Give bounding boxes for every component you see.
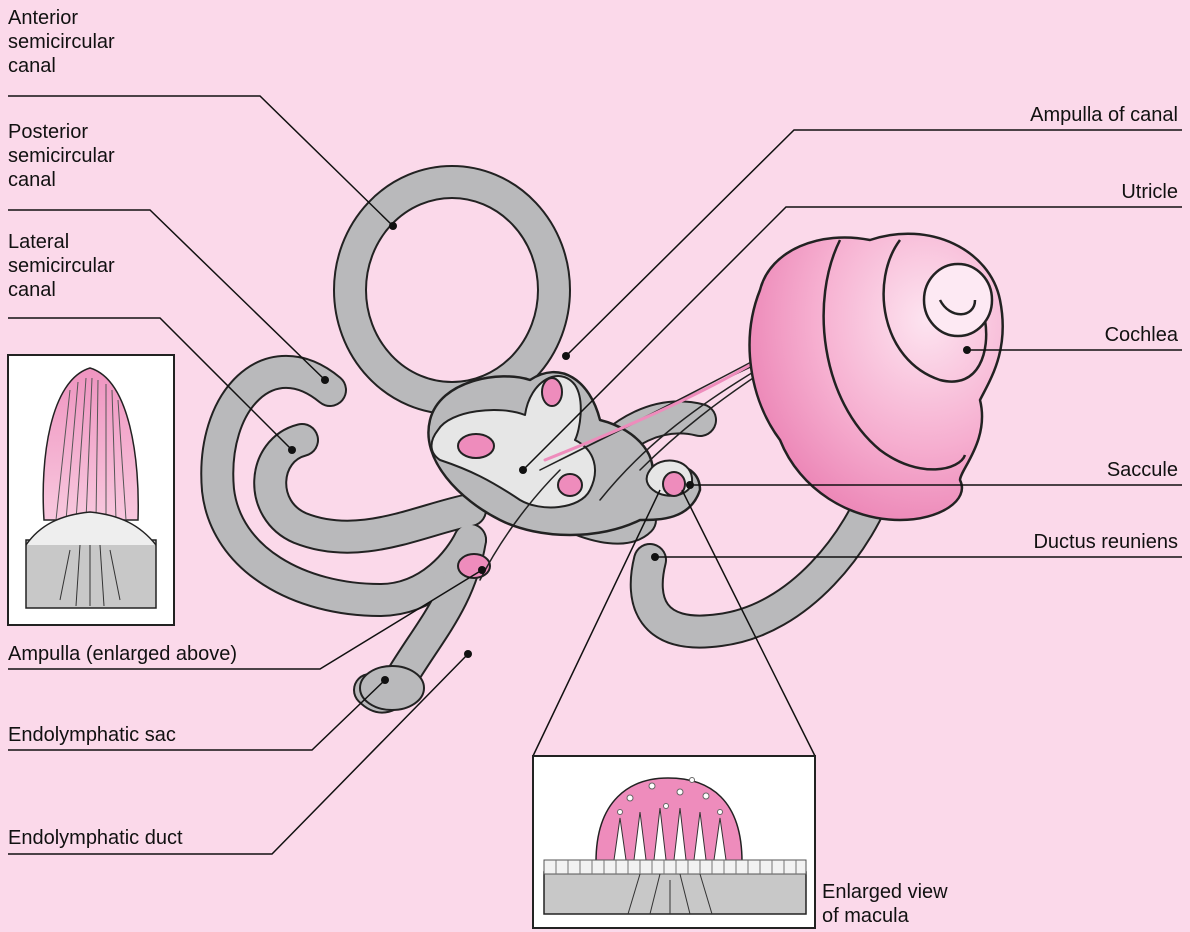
- label-posterior-semicircular-canal: Posterior semicircular canal: [8, 120, 115, 192]
- label-utricle: Utricle: [1121, 180, 1178, 204]
- label-cochlea: Cochlea: [1105, 323, 1178, 347]
- label-endolymphatic-duct: Endolymphatic duct: [8, 826, 183, 850]
- cochlea: [750, 234, 1003, 520]
- ampulla-anterior: [542, 378, 562, 406]
- label-ductus-reuniens: Ductus reuniens: [1033, 530, 1178, 554]
- label-enlarged-view-of-macula: Enlarged view of macula: [822, 880, 948, 928]
- label-ampulla-enlarged: Ampulla (enlarged above): [8, 642, 237, 666]
- label-ampulla-of-canal: Ampulla of canal: [1030, 103, 1178, 127]
- ampulla-posterior: [558, 474, 582, 496]
- label-saccule: Saccule: [1107, 458, 1178, 482]
- macula-saccule: [663, 472, 685, 496]
- label-anterior-semicircular-canal: Anterior semicircular canal: [8, 6, 115, 78]
- macula-inset: [533, 756, 815, 928]
- ampulla-lateral: [458, 434, 494, 458]
- ampulla-inset: [8, 355, 174, 625]
- label-endolymphatic-sac: Endolymphatic sac: [8, 723, 176, 747]
- label-lateral-semicircular-canal: Lateral semicircular canal: [8, 230, 115, 302]
- endolymphatic-sac: [360, 666, 424, 710]
